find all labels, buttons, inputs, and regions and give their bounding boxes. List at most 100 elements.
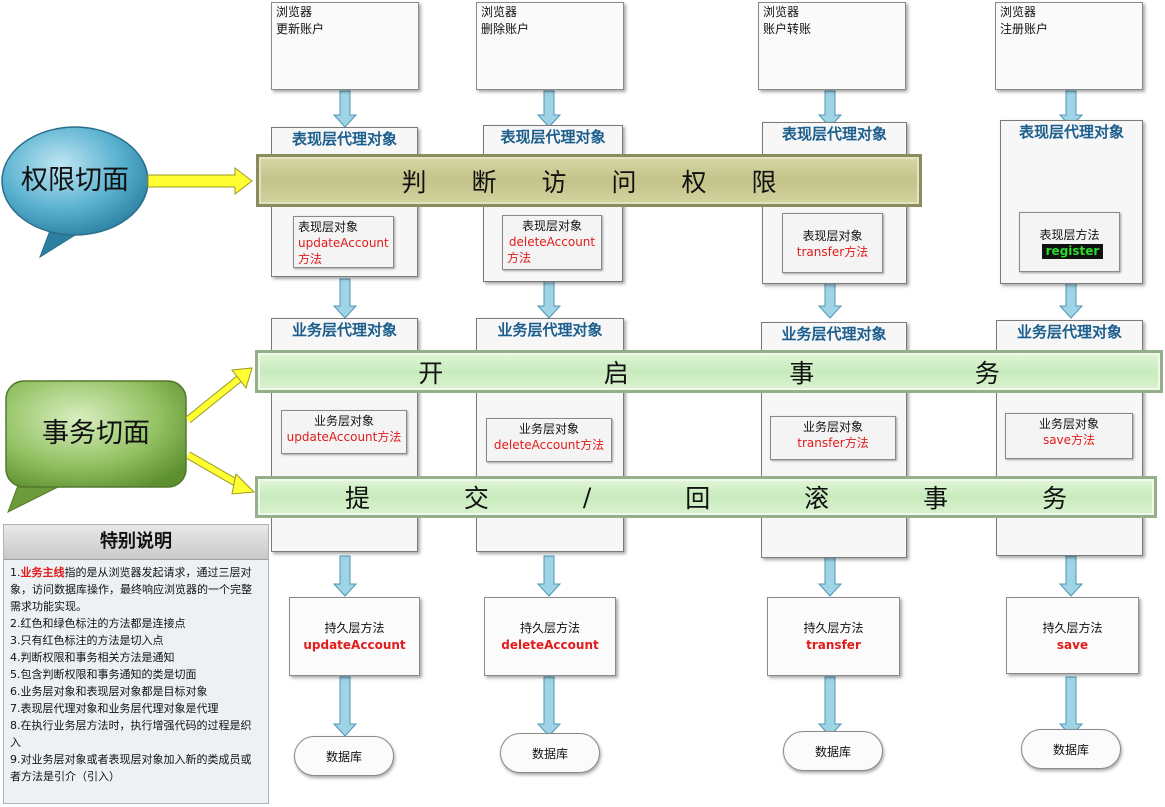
presentation-object-register: 表现层方法 register [1019,212,1120,272]
business-proxy-title: 业务层代理对象 [781,325,887,343]
persist-method: deleteAccount [501,638,599,652]
browser-action: 更新账户 [276,22,325,36]
transaction-arrow-open [185,367,253,424]
business-object-label: 业务层对象 [518,422,579,436]
notes-item: 8.在执行业务层方法时，执行增强代码的过程是织入 [10,719,252,749]
flow-down-arrow [1058,278,1084,319]
persist-label: 持久层方法 [519,621,580,635]
flow-down-arrow [817,278,843,319]
band-char: 问 [611,167,637,197]
band-char: 启 [603,358,629,388]
band-char: 滚 [804,484,830,513]
flow-down-arrow [536,278,562,319]
business-object-register: 业务层对象 save方法 [1005,413,1133,459]
browser-action: 账户转账 [763,22,812,36]
band-char: 判 [401,167,427,197]
browser-action: 注册账户 [1000,22,1049,36]
business-proxy-title: 业务层代理对象 [497,321,603,339]
presentation-object-update: 表现层对象 updateAccount 方法 [293,216,394,268]
presentation-object-label: 表现层对象 [802,229,863,243]
band-char: 开 [418,358,444,388]
flow-down-arrow [536,676,562,737]
band-char: 回 [685,484,711,513]
notes-panel: 特别说明 1.业务主线指的是从浏览器发起请求，通过三层对象，访问数据库操作，最终… [3,524,269,804]
database-transfer: 数据库 [783,731,883,771]
flow-down-arrow [1058,555,1084,597]
notes-title: 特别说明 [4,525,268,560]
notes-item: 5.包含判断权限和事务通知的类是切面 [10,668,197,681]
notes-item: 6.业务层对象和表现层对象都是目标对象 [10,685,208,698]
notes-item-1-prefix: 1. [10,566,21,579]
flow-down-arrow [536,90,562,128]
open-transaction-band: 开 启 事 务 [255,350,1163,393]
notes-item-1: 1.业务主线指的是从浏览器发起请求，通过三层对象，访问数据库操作，最终响应浏览器… [10,564,262,615]
band-char: 权 [681,167,707,197]
flow-down-arrow [332,278,358,319]
browser-label: 浏览器 [763,5,800,19]
band-char: 提 [344,484,370,513]
flow-down-arrow [1058,676,1084,737]
browser-action: 删除账户 [481,22,530,36]
business-object-delete: 业务层对象 deleteAccount方法 [486,418,612,462]
flow-down-arrow [332,555,358,597]
persist-label: 持久层方法 [803,621,864,635]
business-proxy-title: 业务层代理对象 [1016,323,1122,341]
permission-check-band: 判 断 访 问 权 限 [256,154,922,207]
business-method: deleteAccount方法 [493,438,605,452]
notes-item: 4.判断权限和事务相关方法是通知 [10,651,175,664]
browser-label: 浏览器 [276,5,313,19]
persist-label: 持久层方法 [324,621,385,635]
flow-down-arrow [332,90,358,128]
transaction-arrow-commit [186,451,256,495]
notes-item: 9.对业务层对象或者表现层对象加入新的类成员或者方法是引介（引入） [10,753,252,783]
band-char: 访 [541,167,567,197]
presentation-object-delete: 表现层对象 deleteAccount 方法 [502,215,602,270]
presentation-proxy-title: 表现层代理对象 [781,125,887,143]
band-char: 务 [974,358,1000,388]
presentation-method-suffix: 方法 [298,252,323,266]
band-char: 断 [471,167,497,197]
browser-box-update: 浏览器 更新账户 [271,2,419,90]
persist-method: transfer [806,638,861,652]
transaction-aspect-label: 事务切面 [42,418,150,449]
persist-box-register: 持久层方法 save [1006,597,1139,674]
presentation-object-label: 表现层方法 [1039,228,1100,242]
presentation-method: deleteAccount [508,235,596,249]
business-object-label: 业务层对象 [802,420,863,434]
presentation-object-label: 表现层对象 [298,220,359,234]
flow-down-arrow [332,676,358,737]
flow-down-arrow [817,555,843,597]
browser-box-register: 浏览器 注册账户 [995,2,1143,90]
business-method: updateAccount方法 [286,430,402,444]
notes-item: 7.表现层代理对象和业务层代理对象是代理 [10,702,219,715]
persist-box-update: 持久层方法 updateAccount [289,597,420,676]
flow-arrows [332,90,1084,737]
presentation-object-label: 表现层对象 [521,219,582,233]
browser-label: 浏览器 [481,5,518,19]
business-object-label: 业务层对象 [313,414,374,428]
database-delete: 数据库 [500,733,600,773]
persist-label: 持久层方法 [1042,621,1103,635]
band-char: 事 [923,484,949,513]
presentation-method: updateAccount [298,236,389,250]
presentation-proxy-title: 表现层代理对象 [1018,123,1124,141]
browser-box-transfer: 浏览器 账户转账 [758,2,906,90]
notes-item-1-highlight: 业务主线 [20,566,65,579]
presentation-proxy-title: 表现层代理对象 [500,128,606,146]
commit-rollback-band: 提 交 / 回 滚 事 务 [255,476,1157,518]
business-method: save方法 [1042,433,1096,447]
persist-method: updateAccount [303,638,406,652]
band-char: 事 [789,358,815,388]
presentation-object-transfer: 表现层对象 transfer方法 [782,213,883,273]
band-char: / [582,482,592,512]
browser-box-delete: 浏览器 删除账户 [476,2,624,90]
transaction-aspect-bubble [5,380,187,514]
browser-label: 浏览器 [1000,5,1037,19]
permission-aspect-label: 权限切面 [21,165,129,196]
band-char: 交 [463,484,489,513]
presentation-method-suffix: 方法 [507,251,532,265]
business-object-transfer: 业务层对象 transfer方法 [770,416,896,460]
presentation-method: transfer方法 [796,245,869,259]
